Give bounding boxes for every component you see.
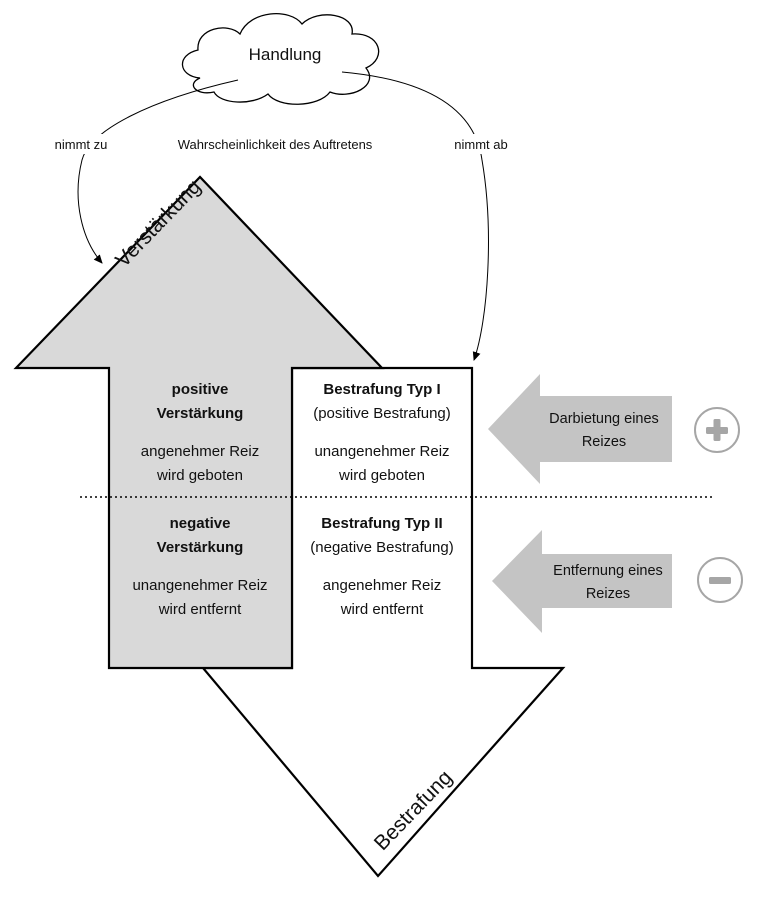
side-arrow-text: Reizes [582,434,626,450]
cell-subtitle: (positive Bestrafung) [313,405,451,422]
cell-text: angenehmer Reiz [141,443,259,460]
minus-icon [697,557,743,603]
cell-title: negative [170,515,231,532]
cell-text: wird geboten [156,467,243,484]
side-arrow-removal: Entfernung eines Reizes [492,530,672,633]
up-arrow-reinforcement [13,175,385,670]
side-arrow-text: Darbietung eines [549,411,659,427]
cell-text: wird entfernt [158,601,242,618]
cell-text: unangenehmer Reiz [314,443,449,460]
cell-title: Verstärkung [157,539,244,556]
cloud-label: Handlung [249,45,322,64]
cell-positive-reinforcement: positive Verstärkung angenehmer Reiz wir… [141,381,259,484]
decrease-arrow-line [341,71,489,361]
cell-title: Verstärkung [157,405,244,422]
cell-text: unangenehmer Reiz [132,577,267,594]
decrease-label: nimmt ab [454,137,507,152]
cell-negative-reinforcement: negative Verstärkung unangenehmer Reiz w… [132,515,267,618]
probability-label: Wahrscheinlichkeit des Auftretens [178,137,373,152]
increase-label: nimmt zu [55,137,108,152]
cell-title: Bestrafung Typ I [323,381,440,398]
cell-title: positive [172,381,229,398]
cell-punishment-type-2: Bestrafung Typ II (negative Bestrafung) … [310,515,453,618]
side-arrow-presentation: Darbietung eines Reizes [488,374,672,484]
cell-title: Bestrafung Typ II [321,515,442,532]
cell-text: angenehmer Reiz [323,577,441,594]
side-arrow-text: Reizes [586,586,630,602]
side-arrow-text: Entfernung eines [553,563,663,579]
plus-icon [694,407,740,453]
cell-subtitle: (negative Bestrafung) [310,539,453,556]
cell-text: wird geboten [338,467,425,484]
cell-punishment-type-1: Bestrafung Typ I (positive Bestrafung) u… [313,381,451,484]
increase-arrow-line [77,79,239,264]
cell-text: wird entfernt [340,601,424,618]
